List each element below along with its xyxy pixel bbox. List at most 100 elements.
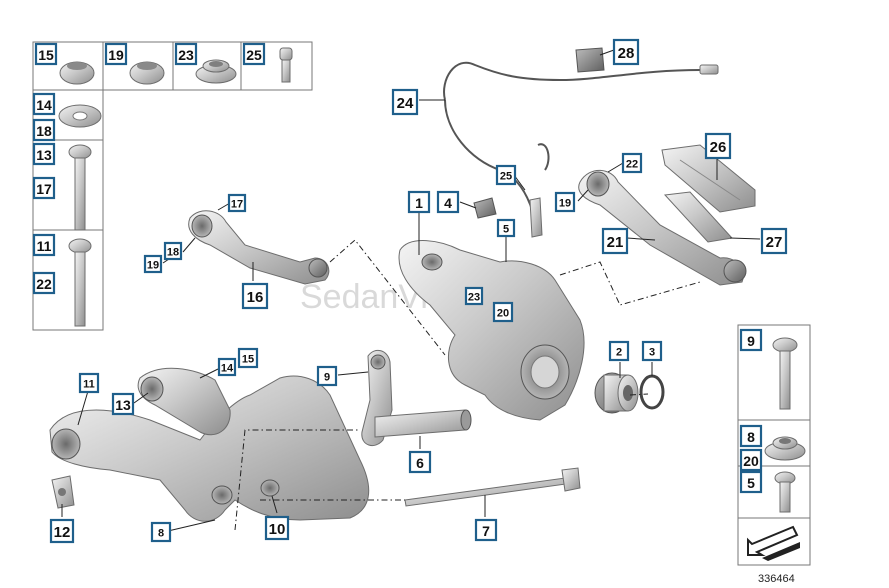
callout-9: 9 <box>739 328 763 352</box>
callout-15: 15 <box>237 347 259 369</box>
callout-box <box>78 372 100 394</box>
callout-label: 4 <box>444 195 452 211</box>
callout-25: 25 <box>242 42 266 66</box>
callout-label: 28 <box>618 45 635 62</box>
callout-label: 27 <box>766 234 783 251</box>
callout-19: 19 <box>554 191 576 213</box>
callout-box <box>49 518 75 544</box>
callout-label: 11 <box>83 379 95 391</box>
callout-label: 2 <box>616 347 622 359</box>
callout-17: 17 <box>227 193 247 213</box>
callout-11: 11 <box>78 372 100 394</box>
callout-label: 13 <box>36 147 52 163</box>
callout-box <box>111 392 135 416</box>
callout-label: 3 <box>649 347 655 359</box>
callout-14: 14 <box>217 357 237 377</box>
callout-label: 22 <box>626 159 638 171</box>
callout-label: 17 <box>36 181 52 197</box>
guide-rail-upper <box>661 144 756 213</box>
callout-label: 19 <box>559 198 571 210</box>
callout-box <box>217 357 237 377</box>
callout-23: 23 <box>174 42 198 66</box>
callout-label: 5 <box>503 224 509 236</box>
callout-box <box>227 193 247 213</box>
callout-box <box>32 92 56 116</box>
callout-27: 27 <box>760 227 788 255</box>
callout-7: 7 <box>474 518 498 542</box>
callout-label: 23 <box>178 47 194 63</box>
callout-3: 3 <box>641 340 663 362</box>
camber-control-arm <box>578 169 747 286</box>
callout-8: 8 <box>739 424 763 448</box>
callout-14: 14 <box>32 92 56 116</box>
callout-9: 9 <box>316 365 338 387</box>
callout-28: 28 <box>612 38 640 66</box>
callout-box <box>241 282 269 310</box>
callout-box <box>739 424 763 448</box>
callout-box <box>242 42 266 66</box>
callout-box <box>32 142 56 166</box>
callout-box <box>612 38 640 66</box>
callout-label: 12 <box>54 524 71 541</box>
sensor-block <box>473 197 497 219</box>
callout-label: 14 <box>36 97 52 113</box>
leader-lines <box>61 49 761 532</box>
callout-box <box>739 448 763 472</box>
callout-15: 15 <box>34 42 58 66</box>
wheel-carrier <box>398 240 585 421</box>
callout-label: 13 <box>115 397 131 413</box>
callout-18: 18 <box>32 118 56 142</box>
flange-nut-icon <box>764 436 806 461</box>
callout-box <box>601 227 629 255</box>
callout-box <box>436 190 460 214</box>
callout-18: 18 <box>163 241 183 261</box>
callout-2: 2 <box>608 340 630 362</box>
callout-label: 17 <box>231 199 243 211</box>
callout-label: 15 <box>242 354 254 366</box>
washer-icon <box>58 104 102 128</box>
callout-4: 4 <box>436 190 460 214</box>
callout-12: 12 <box>49 518 75 544</box>
callout-20: 20 <box>739 448 763 472</box>
upper-mount-bracket <box>137 367 231 436</box>
callout-22: 22 <box>32 271 56 295</box>
callout-box <box>32 118 56 142</box>
callout-label: 19 <box>147 260 159 272</box>
callout-box <box>621 152 643 174</box>
callout-label: 26 <box>710 139 727 156</box>
assembly-lines <box>234 239 701 531</box>
callout-box <box>739 328 763 352</box>
callout-label: 11 <box>37 238 52 254</box>
wheel-speed-sensor-cable <box>443 47 719 238</box>
callout-box <box>407 190 431 214</box>
flange-nut-icon <box>195 59 237 84</box>
short-screw-icon <box>774 471 796 513</box>
callout-box <box>104 42 128 66</box>
fastener-panel-top-left <box>32 41 313 331</box>
callout-17: 17 <box>32 176 56 200</box>
callout-box <box>464 286 484 306</box>
callout-label: 25 <box>500 171 512 183</box>
callout-label: 9 <box>747 333 755 349</box>
callout-box <box>760 227 788 255</box>
callout-label: 19 <box>108 47 124 63</box>
rubber-bushing <box>594 372 639 414</box>
callout-16: 16 <box>241 282 269 310</box>
callout-label: 20 <box>497 308 509 320</box>
callout-1: 1 <box>407 190 431 214</box>
callout-22: 22 <box>621 152 643 174</box>
callout-label: 8 <box>158 528 164 540</box>
callout-6: 6 <box>408 450 432 474</box>
callout-box <box>495 164 517 186</box>
callout-label: 21 <box>607 234 624 251</box>
callout-label: 16 <box>247 289 264 306</box>
upper-wishbone-arm <box>188 210 330 285</box>
callout-box <box>163 241 183 261</box>
callout-label: 18 <box>167 247 179 259</box>
hex-bolt-long-icon <box>68 238 92 327</box>
callout-11: 11 <box>32 233 56 257</box>
callout-label: 9 <box>324 372 330 384</box>
callout-box <box>554 191 576 213</box>
callout-box <box>492 301 514 323</box>
callout-box <box>174 42 198 66</box>
